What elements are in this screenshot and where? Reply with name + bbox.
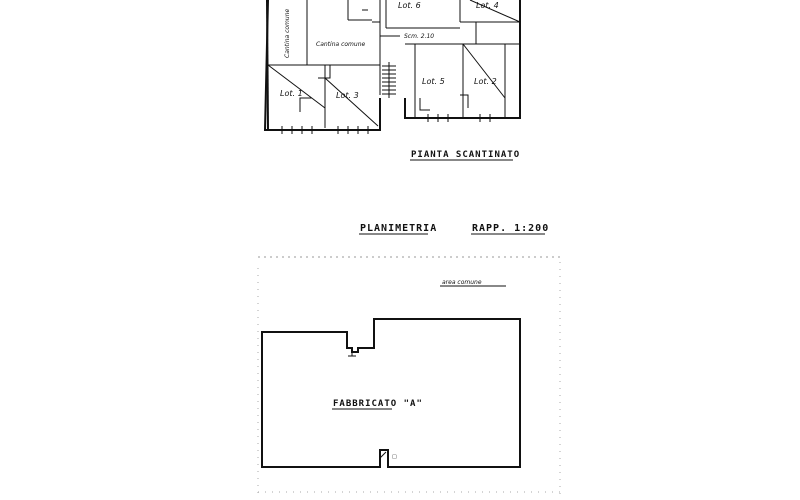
room-label-lot-6: Lot. 6 [398, 1, 421, 10]
room-label-lot-4: Lot. 4 [476, 1, 499, 10]
site-plan-scale: RAPP. 1:200 [472, 223, 549, 234]
basement-plan: Lot. 6 Lot. 4 Lot. 1 Lot. 3 Lot. 5 Lot. … [263, 0, 521, 161]
site-plan-heading: PLANIMETRIA RAPP. 1:200 [359, 223, 549, 235]
building-a-outline [261, 318, 521, 468]
svg-text:□: □ [392, 454, 397, 460]
basement-windows [281, 114, 491, 134]
basement-doors [299, 9, 469, 112]
area-comune-label: area comune [442, 279, 482, 286]
site-plan-title: PLANIMETRIA [360, 223, 437, 234]
room-label-lot-3: Lot. 3 [336, 91, 359, 100]
corridor-dimension-label: Scm. 2.10 [404, 33, 434, 40]
room-label-lot-1: Lot. 1 [280, 89, 303, 98]
lot-diagonals [267, 0, 521, 127]
room-label-cantina-comune-vertical: Cantina comune [284, 9, 291, 58]
basement-partitions [268, 0, 520, 128]
stairwell [382, 62, 396, 98]
room-label-lot-5: Lot. 5 [422, 77, 445, 86]
room-label-cantina-comune: Cantina comune [316, 41, 365, 48]
site-plan: area comune □ FABBRICATO "A" [257, 256, 562, 495]
site-boundary [257, 256, 562, 495]
basement-plan-title: PIANTA SCANTINATO [411, 150, 520, 160]
building-entrances: □ [348, 348, 397, 460]
room-label-lot-2: Lot. 2 [474, 77, 497, 86]
building-a-label: FABBRICATO "A" [333, 399, 423, 409]
